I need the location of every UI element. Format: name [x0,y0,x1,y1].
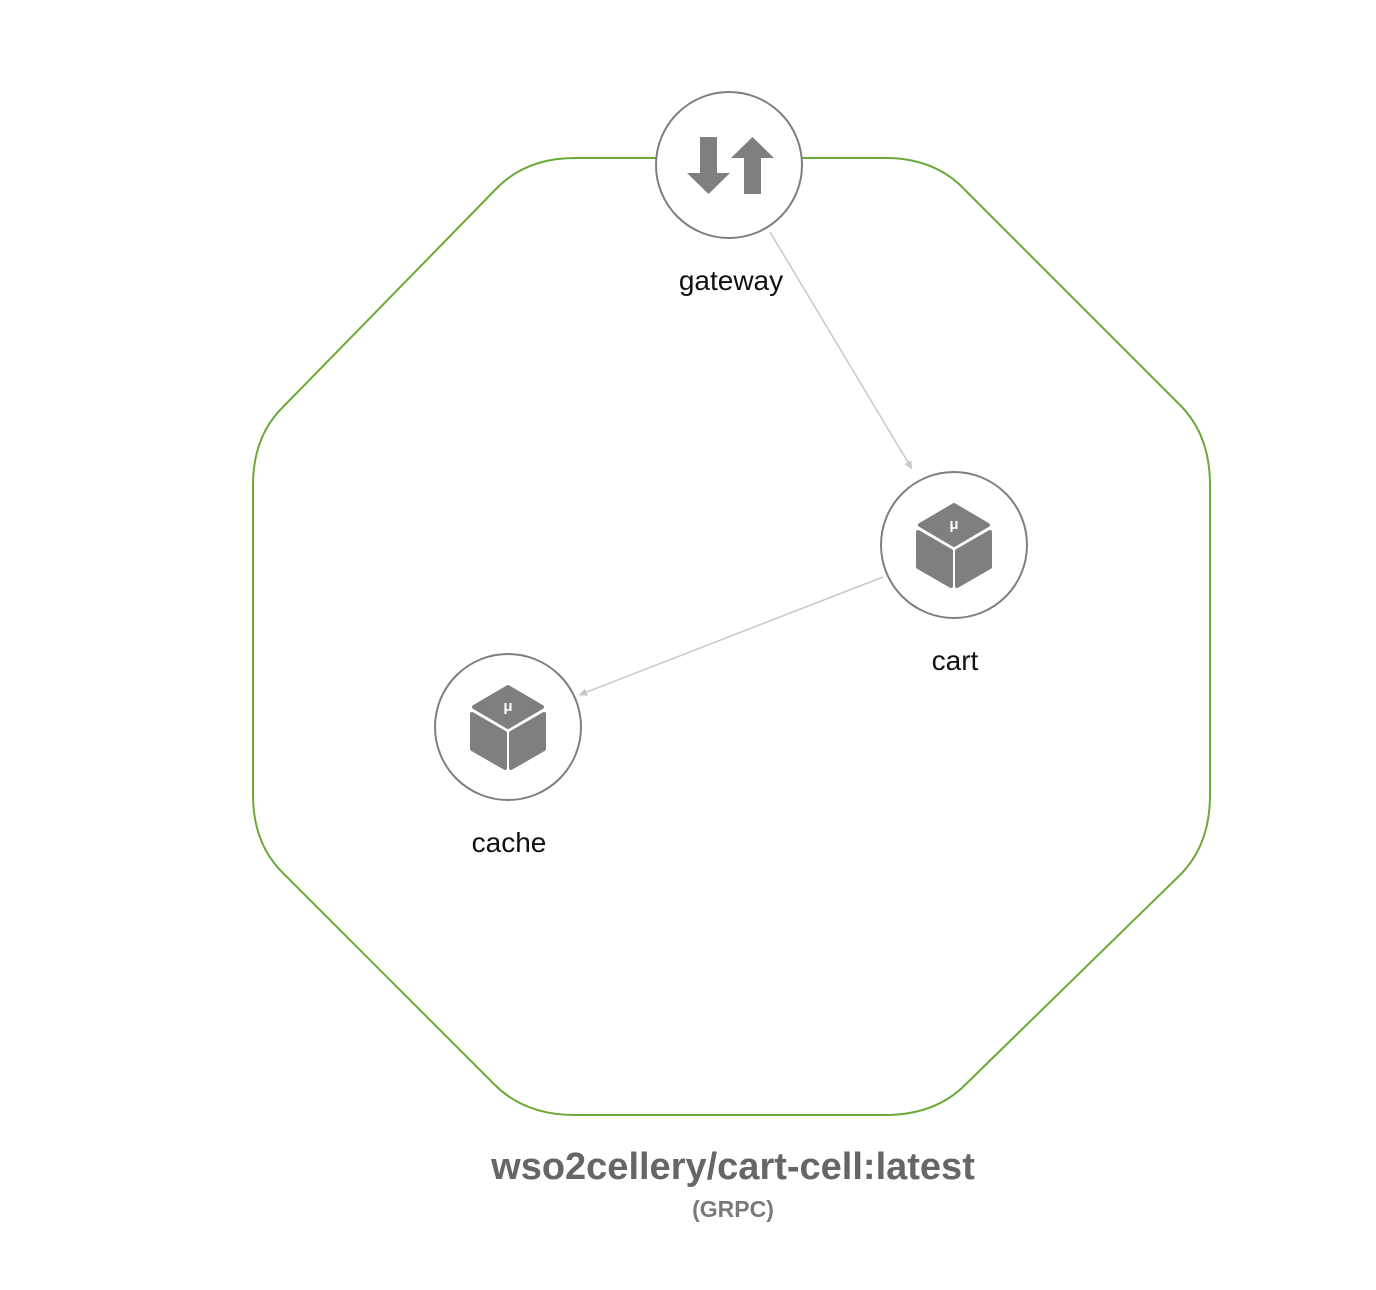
gateway-node[interactable]: gateway [655,91,803,296]
cell-title: wso2cellery/cart-cell:latest [490,1146,975,1188]
cell-type-subtitle: (GRPC) [692,1196,774,1222]
microservice-cube-icon: μ [916,503,992,588]
microservice-badge: μ [949,516,958,533]
gateway-arrows-icon [687,137,774,194]
cache-node[interactable]: μ cache [434,653,582,858]
microservice-badge: μ [503,698,512,715]
cart-label: cart [932,645,979,676]
edge-gateway-to-cart [769,231,913,470]
gateway-node-circle [655,91,803,239]
gateway-label: gateway [679,265,783,296]
cell-boundary [252,157,1211,1116]
microservice-cube-icon: μ [470,685,546,770]
cache-label: cache [472,827,547,858]
cart-node[interactable]: μ cart [880,471,1028,676]
edge-cart-to-cache [578,576,884,696]
